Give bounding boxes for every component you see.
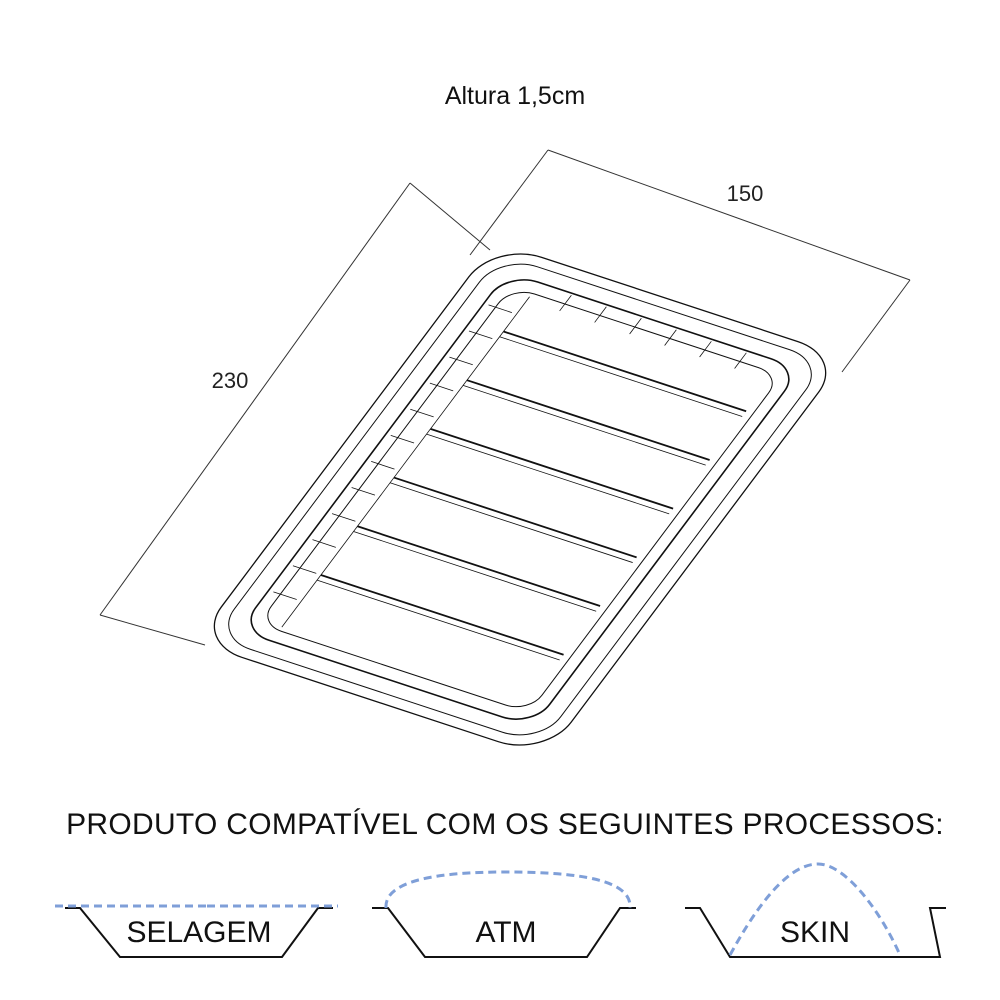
tray — [195, 242, 845, 757]
tray-technical-drawing: 150 230 — [99, 149, 911, 800]
process-atm: ATM — [372, 870, 636, 958]
process-label: ATM — [475, 916, 536, 949]
height-label: Altura 1,5cm — [444, 82, 586, 110]
process-icons: SELAGEM ATM SKIN — [55, 862, 946, 958]
dome-film-icon — [384, 870, 632, 909]
process-label: SELAGEM — [126, 916, 271, 949]
compatibility-heading: PRODUTO COMPATÍVEL COM OS SEGUINTES PROC… — [66, 808, 944, 841]
skin-film-icon — [728, 862, 902, 956]
process-label: SKIN — [780, 916, 850, 949]
process-skin: SKIN — [685, 862, 946, 958]
process-selagem: SELAGEM — [55, 904, 338, 958]
dimension-length: 230 — [212, 368, 249, 393]
dimension-width: 150 — [727, 181, 764, 206]
dimension-lines — [99, 149, 911, 646]
